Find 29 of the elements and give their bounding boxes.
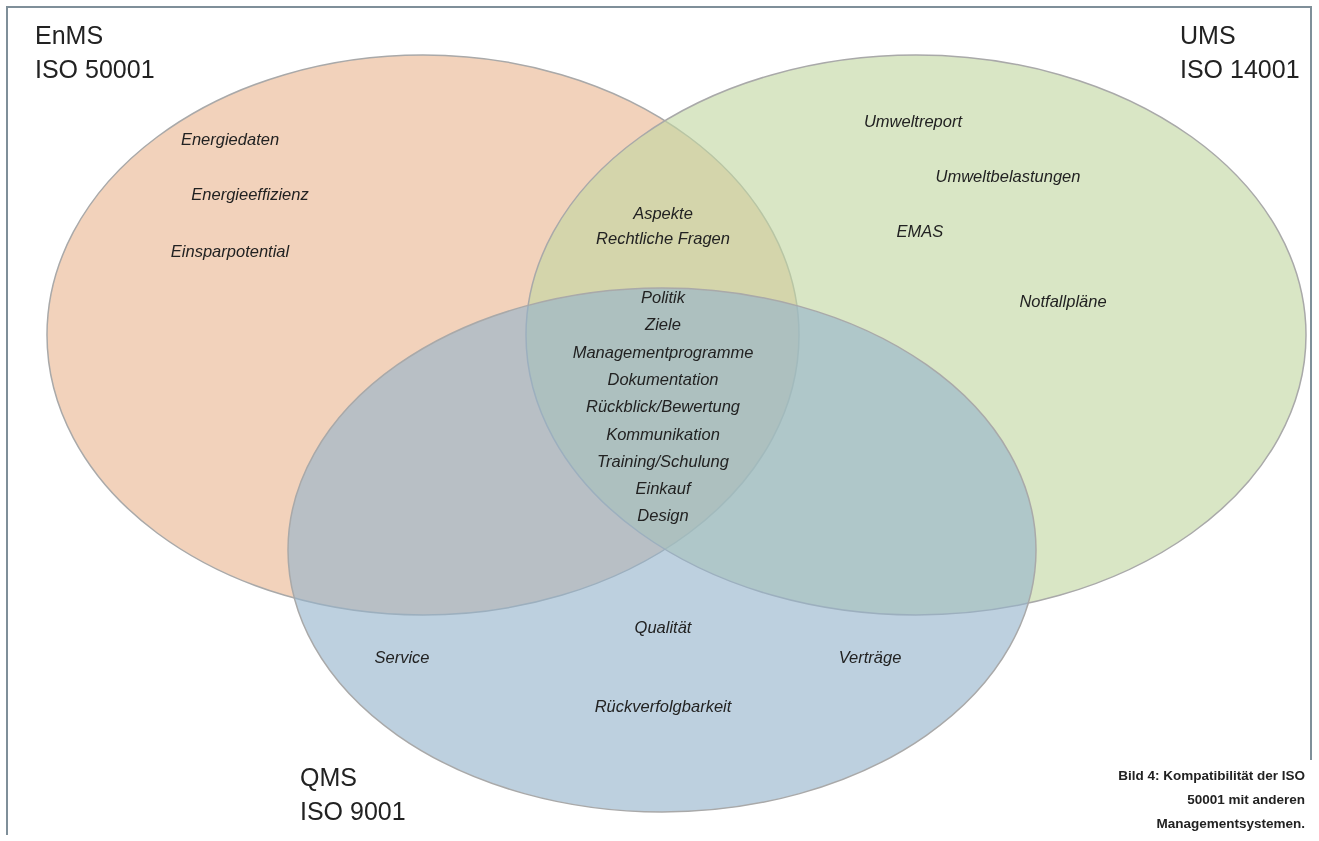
item-label: Managementprogramme bbox=[572, 342, 754, 362]
item-label: Energieeffizienz bbox=[191, 185, 309, 204]
set-heading: ISO 9001 bbox=[300, 796, 406, 827]
set-heading: ISO 50001 bbox=[35, 54, 155, 85]
item-label: EMAS bbox=[896, 222, 944, 241]
set-heading: EnMS bbox=[35, 20, 104, 51]
item-label: Qualität bbox=[634, 618, 692, 637]
item-label: Energiedaten bbox=[180, 130, 280, 149]
set-heading: QMS bbox=[300, 762, 357, 793]
item-label: Ziele bbox=[645, 315, 681, 335]
item-label: Design bbox=[637, 506, 689, 526]
item-label: Aspekte bbox=[633, 204, 693, 223]
item-label: Dokumentation bbox=[607, 369, 719, 389]
set-heading: ISO 14001 bbox=[1180, 54, 1300, 85]
item-label: Rückblick/Bewertung bbox=[585, 397, 741, 417]
item-label: Notfallpläne bbox=[1019, 292, 1107, 311]
item-label: Rückverfolgbarkeit bbox=[594, 697, 732, 716]
figure-caption: Bild 4: Kompatibilität der ISO 50001 mit anderen Managementsystemen. bbox=[1117, 767, 1305, 833]
set-heading: UMS bbox=[1180, 20, 1236, 51]
item-label: Umweltreport bbox=[863, 112, 963, 131]
item-label: Umweltbelastungen bbox=[935, 167, 1081, 186]
item-label: Kommunikation bbox=[606, 424, 720, 444]
item-label: Politik bbox=[641, 288, 685, 307]
item-label: Einkauf bbox=[635, 479, 691, 499]
item-label: Einsparpotential bbox=[170, 242, 290, 261]
item-label: Training/Schulung bbox=[597, 451, 729, 471]
item-label: Verträge bbox=[838, 648, 902, 667]
item-label: Rechtliche Fragen bbox=[596, 229, 730, 248]
item-label: Service bbox=[374, 648, 430, 667]
